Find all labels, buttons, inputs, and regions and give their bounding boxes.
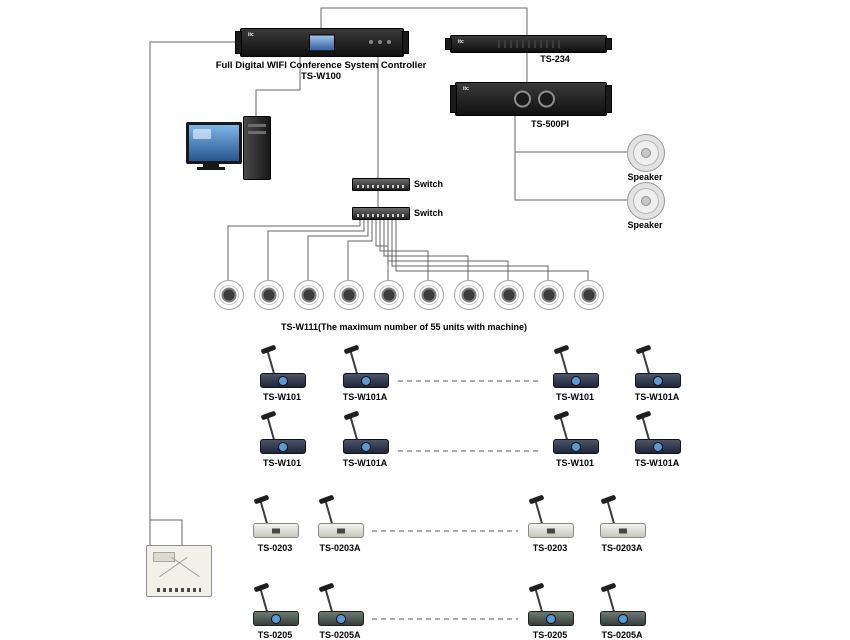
amp-knob — [514, 90, 531, 108]
switch-label: Switch — [414, 179, 444, 189]
conference-mic-ts-w101 — [551, 344, 599, 388]
mic-label: TS-W101A — [342, 458, 388, 468]
mic-label: TS-W101A — [342, 392, 388, 402]
mic-label: TS-0205 — [257, 630, 293, 640]
mic-screen — [362, 376, 370, 385]
ts-w111-unit — [254, 280, 284, 310]
mic-button — [337, 528, 345, 533]
controller-ts-w100-device: itc — [235, 28, 409, 57]
ts-w111-unit — [214, 280, 244, 310]
conference-mic-ts-w101 — [551, 410, 599, 454]
mic-label: TS-W101 — [262, 392, 301, 402]
ts-w111-unit — [494, 280, 524, 310]
speaker-label: Speaker — [627, 220, 663, 230]
ts-234-device: itc — [445, 35, 612, 53]
terminal-strip — [157, 588, 201, 592]
solid-wires — [149, 7, 627, 545]
mic-screen — [619, 614, 627, 623]
mic-button — [619, 528, 627, 533]
mic-label: TS-0203 — [257, 543, 293, 553]
mic-label: TS-0205A — [319, 630, 361, 640]
mic-screen — [362, 442, 370, 451]
vent-slots — [497, 40, 560, 48]
conference-mic-ts-0205a — [598, 582, 646, 626]
mic-screen — [654, 442, 662, 451]
ts-500pi-label: TS-500PI — [530, 119, 570, 129]
mic-label: TS-W101 — [555, 458, 594, 468]
desktop-monitor — [186, 122, 242, 170]
mic-screen — [654, 376, 662, 385]
ts-w111-unit — [454, 280, 484, 310]
ts-w111-unit — [534, 280, 564, 310]
conference-mic-ts-0203a — [598, 494, 646, 538]
ts-w111-unit — [374, 280, 404, 310]
ts-w111-unit — [334, 280, 364, 310]
desktop-tower — [243, 116, 271, 180]
amp-knob — [538, 90, 555, 108]
mic-screen — [272, 614, 280, 623]
mic-screen — [572, 376, 580, 385]
mic-screen — [547, 614, 555, 623]
mic-screen — [279, 376, 287, 385]
dashed-wires — [372, 380, 542, 620]
ts-w111-unit — [294, 280, 324, 310]
conference-mic-ts-w101a — [633, 410, 681, 454]
conference-mic-ts-0203 — [526, 494, 574, 538]
mic-screen — [572, 442, 580, 451]
conference-mic-ts-0203a — [316, 494, 364, 538]
mic-label: TS-W101 — [555, 392, 594, 402]
conference-mic-ts-0203 — [251, 494, 299, 538]
controller-screen — [309, 34, 335, 51]
ceiling-speaker — [627, 134, 665, 172]
network-switch — [352, 178, 410, 191]
conference-mic-ts-w101a — [633, 344, 681, 388]
mic-button — [272, 528, 280, 533]
itc-logo: itc — [458, 39, 464, 45]
ts-w111-unit — [574, 280, 604, 310]
mic-label: TS-W101A — [634, 458, 680, 468]
wall-mount-unit — [146, 545, 212, 597]
mic-button — [547, 528, 555, 533]
itc-logo: itc — [248, 32, 254, 38]
ts-w111-unit — [414, 280, 444, 310]
conference-mic-ts-w101a — [341, 410, 389, 454]
mic-label: TS-0205 — [532, 630, 568, 640]
mic-label: TS-W101A — [634, 392, 680, 402]
mic-screen — [337, 614, 345, 623]
mic-label: TS-0205A — [601, 630, 643, 640]
ts-w111-caption: TS-W111(The maximum number of 55 units w… — [280, 322, 528, 332]
conference-mic-ts-0205 — [251, 582, 299, 626]
mic-label: TS-0203A — [319, 543, 361, 553]
mic-label: TS-0203 — [532, 543, 568, 553]
conference-mic-ts-w101 — [258, 410, 306, 454]
label-plate — [153, 552, 175, 562]
speaker-label: Speaker — [627, 172, 663, 182]
switch-label: Switch — [414, 208, 444, 218]
mic-label: TS-0203A — [601, 543, 643, 553]
controller-knobs — [387, 40, 391, 44]
ts-500pi-device: itc — [450, 82, 612, 116]
controller-label: Full Digital WIFI Conference System Cont… — [215, 60, 427, 83]
conference-mic-ts-0205a — [316, 582, 364, 626]
ts-234-label: TS-234 — [540, 54, 570, 64]
conference-mic-ts-0205 — [526, 582, 574, 626]
ceiling-speaker — [627, 182, 665, 220]
itc-logo: itc — [463, 86, 469, 92]
conference-mic-ts-w101 — [258, 344, 306, 388]
conference-mic-ts-w101a — [341, 344, 389, 388]
mic-screen — [279, 442, 287, 451]
mic-label: TS-W101 — [262, 458, 301, 468]
network-switch — [352, 207, 410, 220]
